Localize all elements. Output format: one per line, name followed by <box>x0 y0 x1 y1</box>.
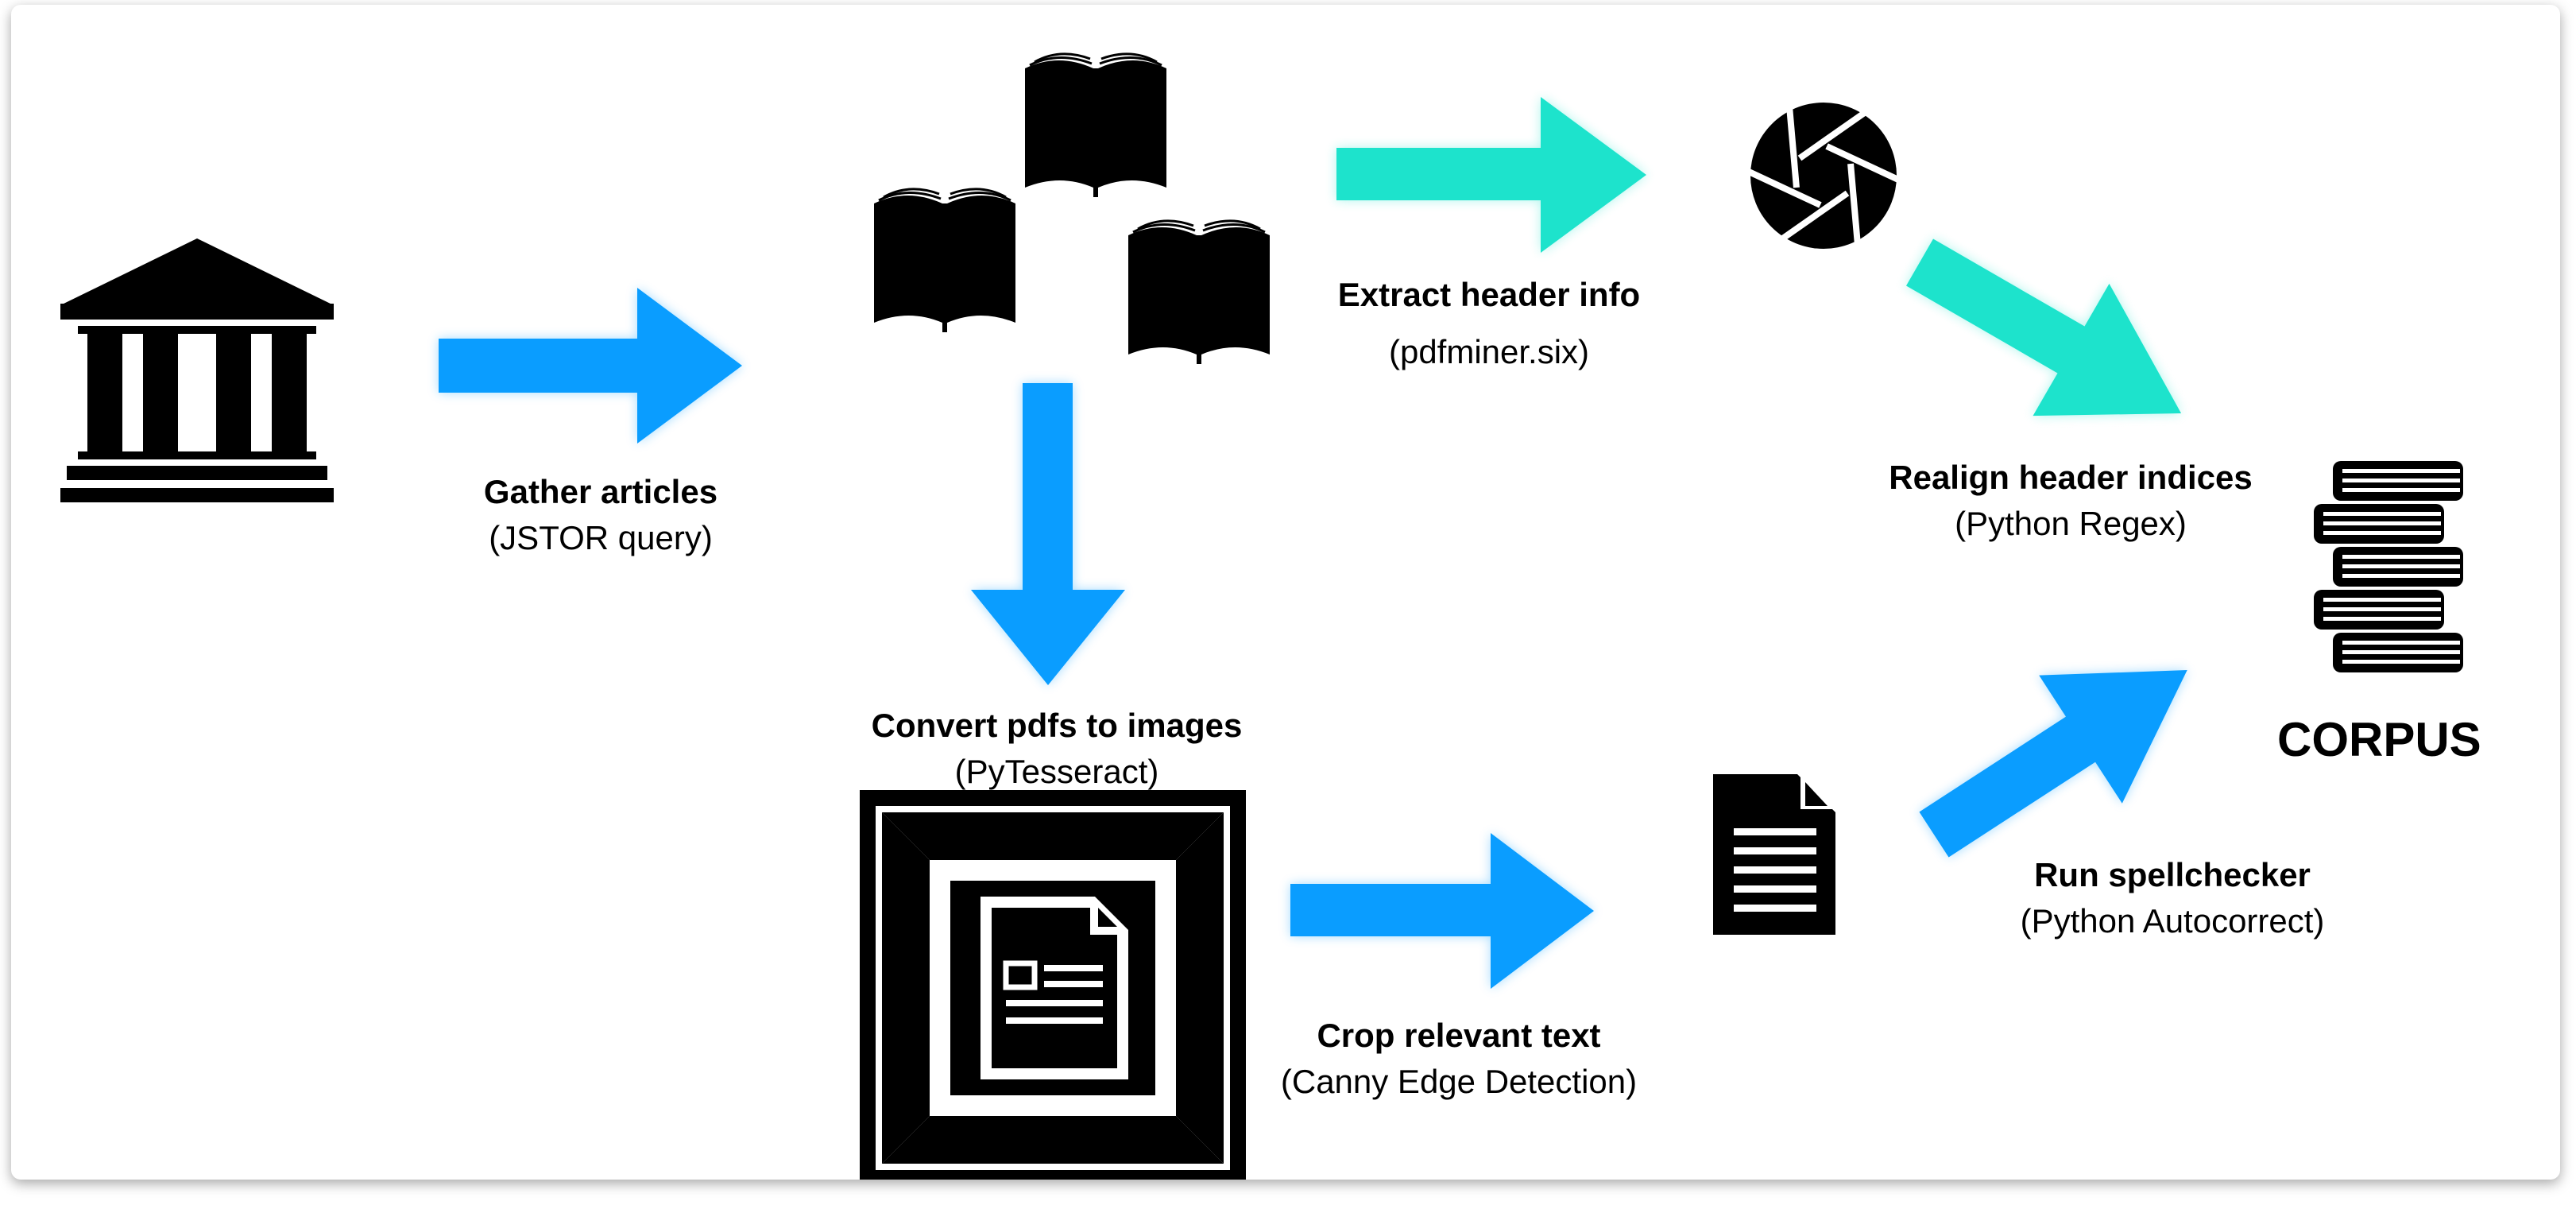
label-gather-sub: (JSTOR query) <box>489 519 713 556</box>
scan-frame-icon <box>860 790 1246 1180</box>
arrow-gather <box>439 288 742 444</box>
books-icon <box>874 52 1270 364</box>
aperture-icon <box>1748 100 1899 251</box>
label-convert: Convert pdfs to images (PyTesseract) <box>795 703 1319 795</box>
arrow-realign <box>1906 238 2182 417</box>
label-spell-sub: (Python Autocorrect) <box>2020 902 2325 940</box>
label-realign-sub: (Python Regex) <box>1955 505 2187 542</box>
label-crop-sub: (Canny Edge Detection) <box>1280 1063 1638 1100</box>
label-gather-title: Gather articles <box>483 473 718 510</box>
label-realign: Realign header indices (Python Regex) <box>1816 455 2325 547</box>
label-extract-sub: (pdfminer.six) <box>1388 333 1590 370</box>
arrow-extract <box>1336 97 1646 253</box>
label-gather: Gather articles (JSTOR query) <box>402 469 799 561</box>
book-stack-icon <box>2314 461 2463 672</box>
institution-icon <box>60 238 334 502</box>
label-extract: Extract header info (pdfminer.six) <box>1251 272 1727 375</box>
corpus-label: CORPUS <box>2277 713 2481 766</box>
diagram-frame: Gather articles (JSTOR query) Extract he… <box>11 5 2560 1180</box>
label-spell-title: Run spellchecker <box>2034 856 2311 893</box>
arrows-layer <box>439 97 2187 989</box>
arrow-spell <box>1919 670 2187 858</box>
label-spell: Run spellchecker (Python Autocorrect) <box>1934 852 2411 944</box>
label-convert-sub: (PyTesseract) <box>954 753 1159 790</box>
document-icon <box>1713 774 1835 935</box>
arrow-convert <box>971 383 1125 685</box>
label-extract-title: Extract header info <box>1337 276 1641 313</box>
arrow-crop <box>1290 833 1594 989</box>
label-convert-title: Convert pdfs to images <box>871 707 1243 744</box>
label-crop: Crop relevant text (Canny Edge Detection… <box>1220 1013 1697 1105</box>
label-crop-title: Crop relevant text <box>1317 1017 1601 1054</box>
label-realign-title: Realign header indices <box>1889 459 2253 496</box>
